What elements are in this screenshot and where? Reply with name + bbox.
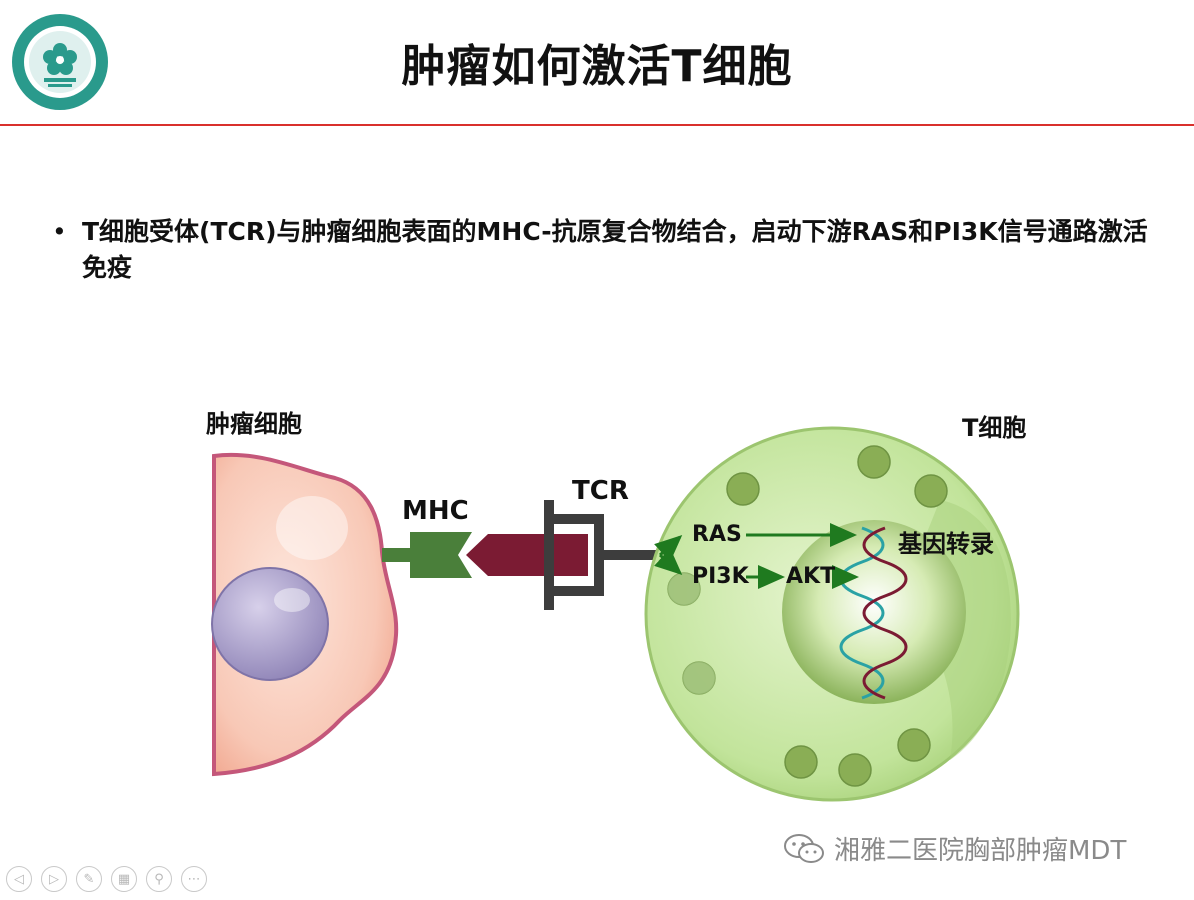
more-icon[interactable]: ⋯ xyxy=(181,866,207,892)
next-icon[interactable]: ▷ xyxy=(41,866,67,892)
slides-icon[interactable]: ▦ xyxy=(111,866,137,892)
antigen-peptide xyxy=(466,534,588,576)
watermark-text: 湘雅二医院胸部肿瘤MDT xyxy=(834,830,1126,867)
ras-label: RAS xyxy=(692,522,742,547)
mhc-molecule xyxy=(382,532,472,578)
wechat-icon xyxy=(782,832,826,866)
tumor-cell xyxy=(212,455,396,774)
t-cell xyxy=(646,428,1018,800)
tumor-cell-label: 肿瘤细胞 xyxy=(206,404,302,439)
mhc-label: MHC xyxy=(402,496,469,526)
slideshow-toolbar: ◁ ▷ ✎ ▦ ⚲ ⋯ xyxy=(6,866,207,892)
tcr-label: TCR xyxy=(572,476,629,506)
pen-icon[interactable]: ✎ xyxy=(76,866,102,892)
gene-transcription-label: 基因转录 xyxy=(898,524,994,559)
zoom-icon[interactable]: ⚲ xyxy=(146,866,172,892)
akt-label: AKT xyxy=(786,564,835,589)
t-cell-label: T细胞 xyxy=(962,408,1026,443)
watermark: 湘雅二医院胸部肿瘤MDT xyxy=(782,830,1126,867)
pi3k-label: PI3K xyxy=(692,564,749,589)
prev-icon[interactable]: ◁ xyxy=(6,866,32,892)
